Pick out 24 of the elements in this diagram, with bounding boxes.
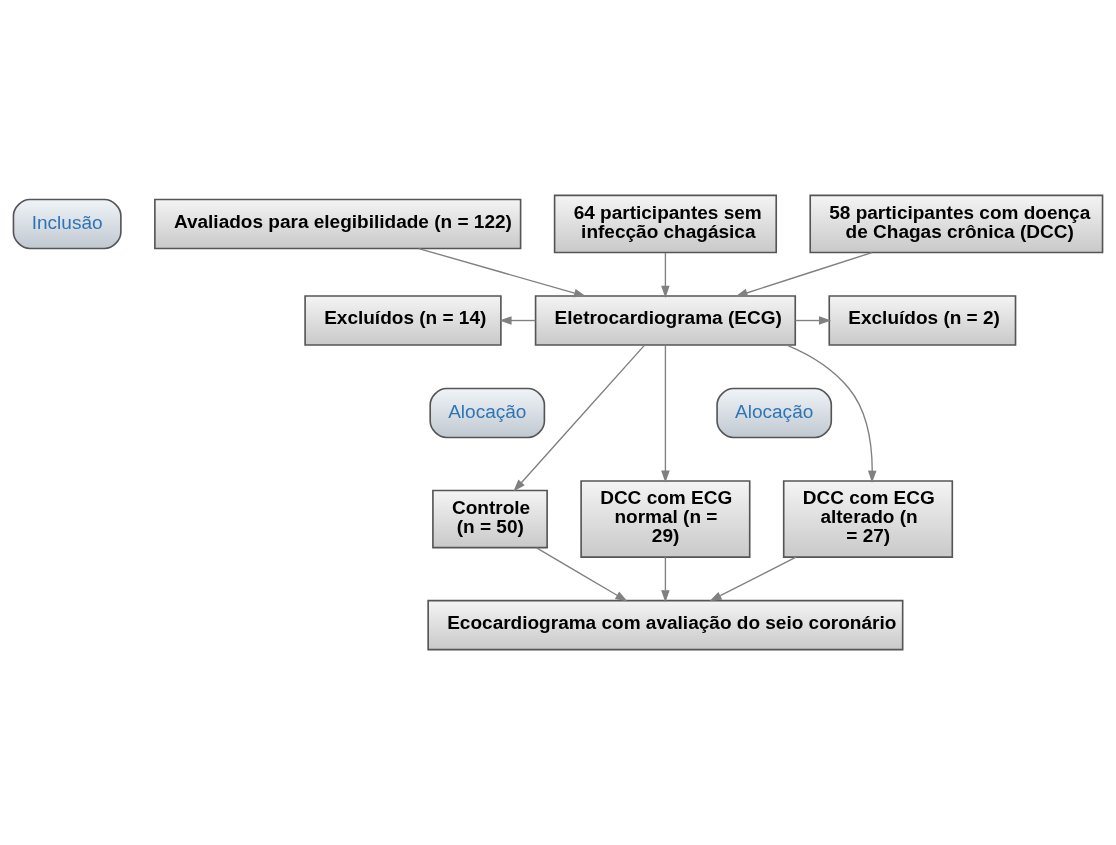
arrow <box>794 316 832 325</box>
node-box: Avaliados para elegibilidade (n = 122) <box>154 198 522 250</box>
node-box: Excluídos (n = 14) <box>304 295 502 346</box>
arrow <box>535 547 628 602</box>
arrow <box>513 344 646 492</box>
node-box: DCC com ECG normal (n = 29) <box>580 480 751 558</box>
node-box: DCC com ECG alterado (n = 27) <box>782 480 954 558</box>
node-box: Excluídos (n = 2) <box>828 295 1017 346</box>
node-box: Alocação <box>429 387 546 439</box>
node-box: Ecocardiograma com avaliação do seio coronário <box>427 599 904 651</box>
arrow <box>418 247 587 298</box>
arrow <box>709 556 797 602</box>
arrow <box>735 251 873 297</box>
node-box: Controle (n = 50) <box>432 489 548 549</box>
arrow <box>661 556 670 603</box>
node-box: 64 participantes sem infecção chagásica <box>553 194 778 254</box>
node-box: Eletrocardiograma (ECG) <box>534 295 797 346</box>
node-box: Inclusão <box>12 198 122 250</box>
arrow <box>661 344 670 483</box>
arrow <box>786 344 877 483</box>
node-box: Alocação <box>716 387 833 439</box>
node-box: 58 participantes com doença de Chagas crônica (DCC) <box>809 194 1104 254</box>
arrow <box>661 252 670 298</box>
arrow <box>499 316 537 325</box>
